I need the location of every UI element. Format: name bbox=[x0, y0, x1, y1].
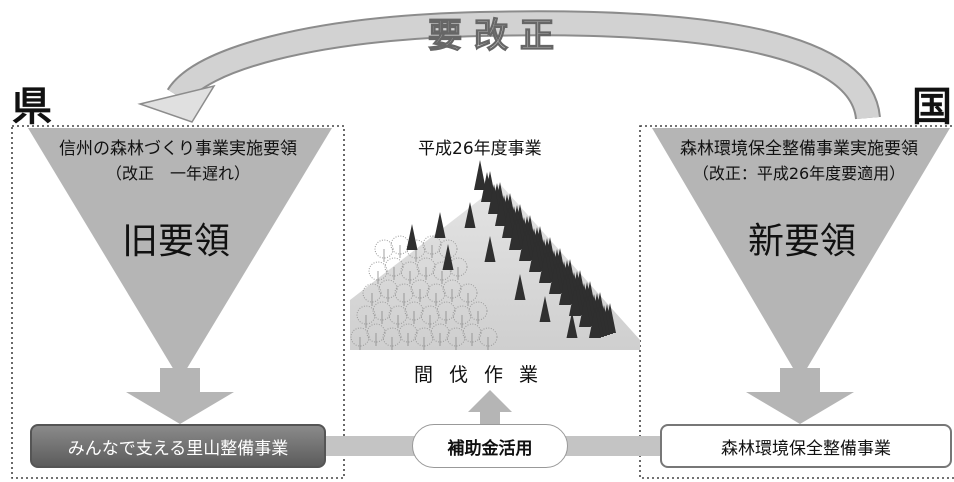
conifer-tree bbox=[495, 196, 507, 226]
deciduous-tree bbox=[478, 327, 498, 347]
conifer-tree bbox=[569, 286, 581, 316]
national-funnel bbox=[652, 128, 950, 380]
revision-needed-label: 要改正 bbox=[427, 15, 566, 56]
conifer-tree bbox=[539, 253, 551, 283]
deciduous-tree bbox=[422, 235, 442, 255]
deciduous-tree bbox=[420, 305, 440, 325]
satoyama-program-box: みんなで支える里山整備事業 bbox=[30, 424, 326, 468]
conifer-tree bbox=[519, 231, 531, 261]
new-guideline-label: 新要領 bbox=[748, 221, 857, 262]
fiscal-year-project-title: 平成26年度事業 bbox=[418, 139, 542, 159]
deciduous-tree bbox=[356, 305, 376, 325]
national-label: 国 bbox=[912, 84, 952, 130]
conifer-tree bbox=[474, 160, 486, 190]
deciduous-tree bbox=[350, 327, 370, 347]
prefecture-dotted-frame bbox=[11, 125, 345, 479]
prefecture-down-arrow bbox=[126, 368, 234, 424]
deciduous-tree bbox=[446, 327, 466, 347]
subsidy-use-pill: 補助金活用 bbox=[412, 424, 568, 468]
forest-environment-program-box: 森林環境保全整備事業 bbox=[660, 424, 952, 468]
national-dotted-frame bbox=[639, 125, 954, 479]
deciduous-tree bbox=[452, 305, 472, 325]
deciduous-tree bbox=[362, 283, 382, 303]
deciduous-tree bbox=[430, 323, 450, 343]
conifer-tree bbox=[566, 312, 578, 338]
deciduous-tree bbox=[414, 327, 434, 347]
old-guideline-label: 旧要領 bbox=[122, 221, 231, 262]
deciduous-tree bbox=[400, 261, 420, 281]
thinning-work-label: 間伐作業 bbox=[414, 364, 555, 386]
deciduous-tree bbox=[462, 323, 482, 343]
deciduous-tree bbox=[426, 283, 446, 303]
conifer-tree bbox=[539, 296, 551, 322]
conifer-tree bbox=[484, 236, 496, 262]
deciduous-tree bbox=[438, 239, 458, 259]
deciduous-tree bbox=[366, 323, 386, 343]
conifer-tree bbox=[559, 275, 571, 305]
deciduous-tree bbox=[436, 301, 456, 321]
revision-curve-arrow bbox=[137, 10, 881, 123]
deciduous-tree bbox=[372, 301, 392, 321]
prefecture-revision-note: （改正 一年遅れ） bbox=[105, 164, 250, 183]
deciduous-tree bbox=[384, 257, 404, 277]
deciduous-tree bbox=[468, 301, 488, 321]
conifer-tree bbox=[502, 208, 514, 238]
deciduous-tree bbox=[398, 323, 418, 343]
deciduous-tree bbox=[410, 279, 430, 299]
conifer-tree bbox=[442, 244, 454, 270]
national-down-arrow bbox=[746, 368, 854, 424]
national-revision-note: （改正：平成26年度要適用） bbox=[692, 164, 906, 183]
conifer-tree bbox=[529, 242, 541, 272]
deciduous-tree bbox=[404, 301, 424, 321]
conifer-tree bbox=[589, 308, 601, 338]
conifer-tree bbox=[481, 172, 493, 202]
conifer-tree bbox=[549, 264, 561, 294]
deciduous-tree bbox=[442, 279, 462, 299]
prefecture-guideline-title: 信州の森林づくり事業実施要領 bbox=[59, 139, 297, 159]
deciduous-tree bbox=[432, 261, 452, 281]
conifer-tree bbox=[514, 274, 526, 300]
conifer-tree bbox=[488, 184, 500, 214]
conifer-tree bbox=[434, 212, 446, 238]
prefecture-label: 県 bbox=[12, 84, 52, 130]
thinning-forest-illustration bbox=[350, 160, 640, 350]
conifer-tree bbox=[464, 202, 476, 228]
subsidy-up-arrow bbox=[468, 390, 512, 424]
deciduous-tree bbox=[394, 283, 414, 303]
deciduous-tree bbox=[374, 239, 394, 259]
deciduous-tree bbox=[388, 305, 408, 325]
conifer-tree bbox=[509, 220, 521, 250]
deciduous-tree bbox=[378, 279, 398, 299]
conifer-tree bbox=[579, 297, 591, 327]
deciduous-tree bbox=[382, 327, 402, 347]
prefecture-funnel bbox=[28, 128, 332, 380]
conifer-tree bbox=[406, 224, 418, 250]
deciduous-tree bbox=[416, 257, 436, 277]
deciduous-tree bbox=[458, 283, 478, 303]
national-guideline-title: 森林環境保全整備事業実施要領 bbox=[680, 139, 918, 159]
deciduous-tree bbox=[368, 261, 388, 281]
